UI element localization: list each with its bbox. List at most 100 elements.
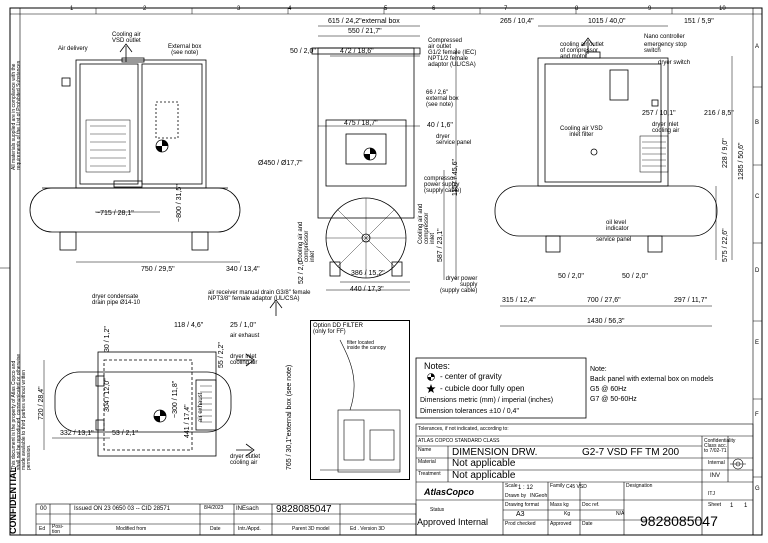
dim-615: 615 / 24,2"external box — [328, 18, 400, 25]
label-receiver-drain: air receiver manual drain G3/8" female N… — [208, 290, 311, 302]
dim-228: 228 / 9,0" — [722, 138, 729, 168]
tb-doc-number: 9828085047 — [640, 513, 718, 529]
note-dimensions-units: Dimensions metric (mm) / imperial (inche… — [420, 397, 554, 404]
dim-297: 297 / 11,7" — [674, 297, 708, 304]
top-view — [54, 351, 232, 457]
tb-drawn: INGeoh — [530, 493, 548, 499]
rev-h-date: Date — [210, 526, 221, 532]
tb-mass-unit: Kg — [564, 511, 571, 517]
row-e: E — [755, 340, 760, 346]
tb-sheet: 1 — [730, 503, 734, 509]
dim-257: 257 / 10,1" — [642, 110, 676, 117]
dim-30: 30 / 1,2" — [104, 326, 111, 352]
label-air-delivery: Air delivery — [58, 46, 88, 52]
dim-765: 765 / 30,1"external box (see note) — [286, 364, 293, 470]
note2-title: Note: — [590, 366, 607, 373]
label-service-panel: service panel — [596, 237, 632, 243]
option-filter-note: filter located inside the canopy — [347, 340, 386, 351]
tb-treatment: Not applicable — [452, 470, 516, 481]
tb-format: A3 — [516, 511, 525, 518]
tb-doc-label: Doc ref. — [582, 502, 600, 508]
note-cubicle-door: - cubicle door fully open — [440, 384, 525, 393]
label-cooling-inlet-left: Cooling air and compressor inlet — [298, 221, 316, 262]
note-center-of-gravity: - center of gravity — [440, 372, 502, 381]
tb-confidentiality: Confidentiality Class acc. to 7/02-71 — [704, 438, 736, 454]
dim-475: 475 / 18,7" — [344, 120, 378, 127]
rev-h-version: Ed . Version 3D — [350, 526, 385, 532]
tb-approved-label: Approved — [550, 521, 572, 527]
dim-587: 587 / 23,1" — [437, 228, 444, 262]
dim-315: 315 / 12,4" — [502, 297, 536, 304]
label-dryer-power: dryer power supply (supply cable) — [440, 276, 478, 294]
col-1: 1 — [70, 6, 74, 12]
tb-scale-label: Scale — [505, 483, 518, 489]
dim-386: 386 / 15,2" — [351, 270, 385, 277]
dim-750: 750 / 29,5" — [141, 266, 175, 273]
note2-g5: G5 @ 60Hz — [590, 386, 627, 393]
note-tolerances: Dimension tolerances ±10 / 0,4" — [420, 408, 519, 415]
rev-number: 00 — [40, 506, 47, 512]
tb-mass-label: Mass kg — [550, 502, 569, 508]
tb-name-label: Name — [418, 447, 432, 453]
tb-lang: ITJ — [708, 491, 715, 497]
col-10: 10 — [719, 6, 726, 12]
dim-1285: 1285 / 50,6" — [738, 142, 745, 180]
col-3: 3 — [237, 6, 241, 12]
dim-800: ~800 / 31,5" — [176, 184, 183, 222]
row-d: D — [755, 268, 760, 274]
rev-description: Issued ON 23 0650 03 -- CID 28571 — [74, 506, 171, 512]
rev-doc-number: 9828085047 — [276, 504, 332, 515]
tb-model: G2-7 VSD FF TM 200 — [582, 447, 680, 458]
label-emergency-stop: emergency stop switch — [644, 42, 687, 54]
tb-material-label: Material — [418, 459, 436, 465]
dim-441: 441 / 17,4" — [184, 404, 191, 438]
dim-dia-450: Ø450 / Ø17,7" — [258, 160, 303, 167]
label-compressor-power: compressor power supply (supply cable) — [424, 176, 462, 194]
dim-52: 52 / 2,0" — [298, 258, 305, 284]
tb-sheet-label: Sheet — [708, 502, 722, 508]
label-dryer-inlet: dryer inlet cooling air — [652, 122, 680, 134]
dim-151: 151 / 5,9" — [684, 18, 714, 25]
col-7: 7 — [504, 6, 508, 12]
dim-332: 332 / 13,1" — [60, 430, 94, 437]
dim-66: 66 / 2,6" external box (see note) — [426, 90, 459, 108]
tb-standard: ATLAS COPCO STANDARD CLASS — [418, 438, 500, 444]
tb-format-label: Drawing format — [505, 502, 539, 508]
row-a: A — [755, 44, 760, 50]
rev-h-parent: Parent 3D model — [292, 526, 330, 532]
dim-575: 575 / 22,6" — [722, 228, 729, 262]
right-view — [494, 51, 718, 253]
dim-440: 440 / 17,3" — [350, 286, 384, 293]
dim-715: ~715 / 28,1" — [96, 210, 134, 217]
row-c: C — [755, 194, 760, 200]
note2-g7: G7 @ 50-60Hz — [590, 396, 637, 403]
col-5: 5 — [384, 6, 388, 12]
option-box-title: Option DD FILTER (only for FF) — [313, 323, 363, 335]
dim-550: 550 / 21,7" — [348, 28, 382, 35]
tb-checked-label: Prod checked — [505, 521, 536, 527]
row-g: G — [755, 486, 760, 492]
row-b: B — [755, 120, 760, 126]
label-dryer-service-panel: dryer service panel — [436, 134, 472, 146]
label-compressed-air-outlet: Compressed air outlet G1/2 female (IEC) … — [428, 38, 477, 68]
dim-50-right: 50 / 2,0" — [622, 273, 648, 280]
col-6: 6 — [432, 6, 436, 12]
rev-h-position: Posi- tion — [52, 524, 64, 535]
dim-25: 25 / 1,0" — [230, 322, 256, 329]
dim-1157: 1157 / 45,6" — [452, 159, 459, 196]
col-2: 2 — [143, 6, 147, 12]
dim-700: 700 / 27,6" — [587, 297, 621, 304]
label-air-exhaust-vertical: air exhaust — [198, 392, 204, 422]
dim-340: 340 / 13,4" — [226, 266, 260, 273]
label-external-box: External box (see note) — [168, 44, 202, 56]
tb-family: C45 VSD — [566, 484, 587, 490]
tb-tolerances: Tolerances, if not indicated, according … — [418, 426, 509, 432]
side-view — [311, 47, 421, 279]
row-f: F — [755, 412, 759, 418]
tb-family-label: Family — [550, 483, 565, 489]
dim-50: 50 / 2,0" — [290, 48, 316, 55]
legal-note: This document is the property of Atlas C… — [11, 353, 32, 470]
tb-internal: Internal — [708, 460, 725, 466]
label-oil-level: oil level indicator — [606, 220, 629, 232]
